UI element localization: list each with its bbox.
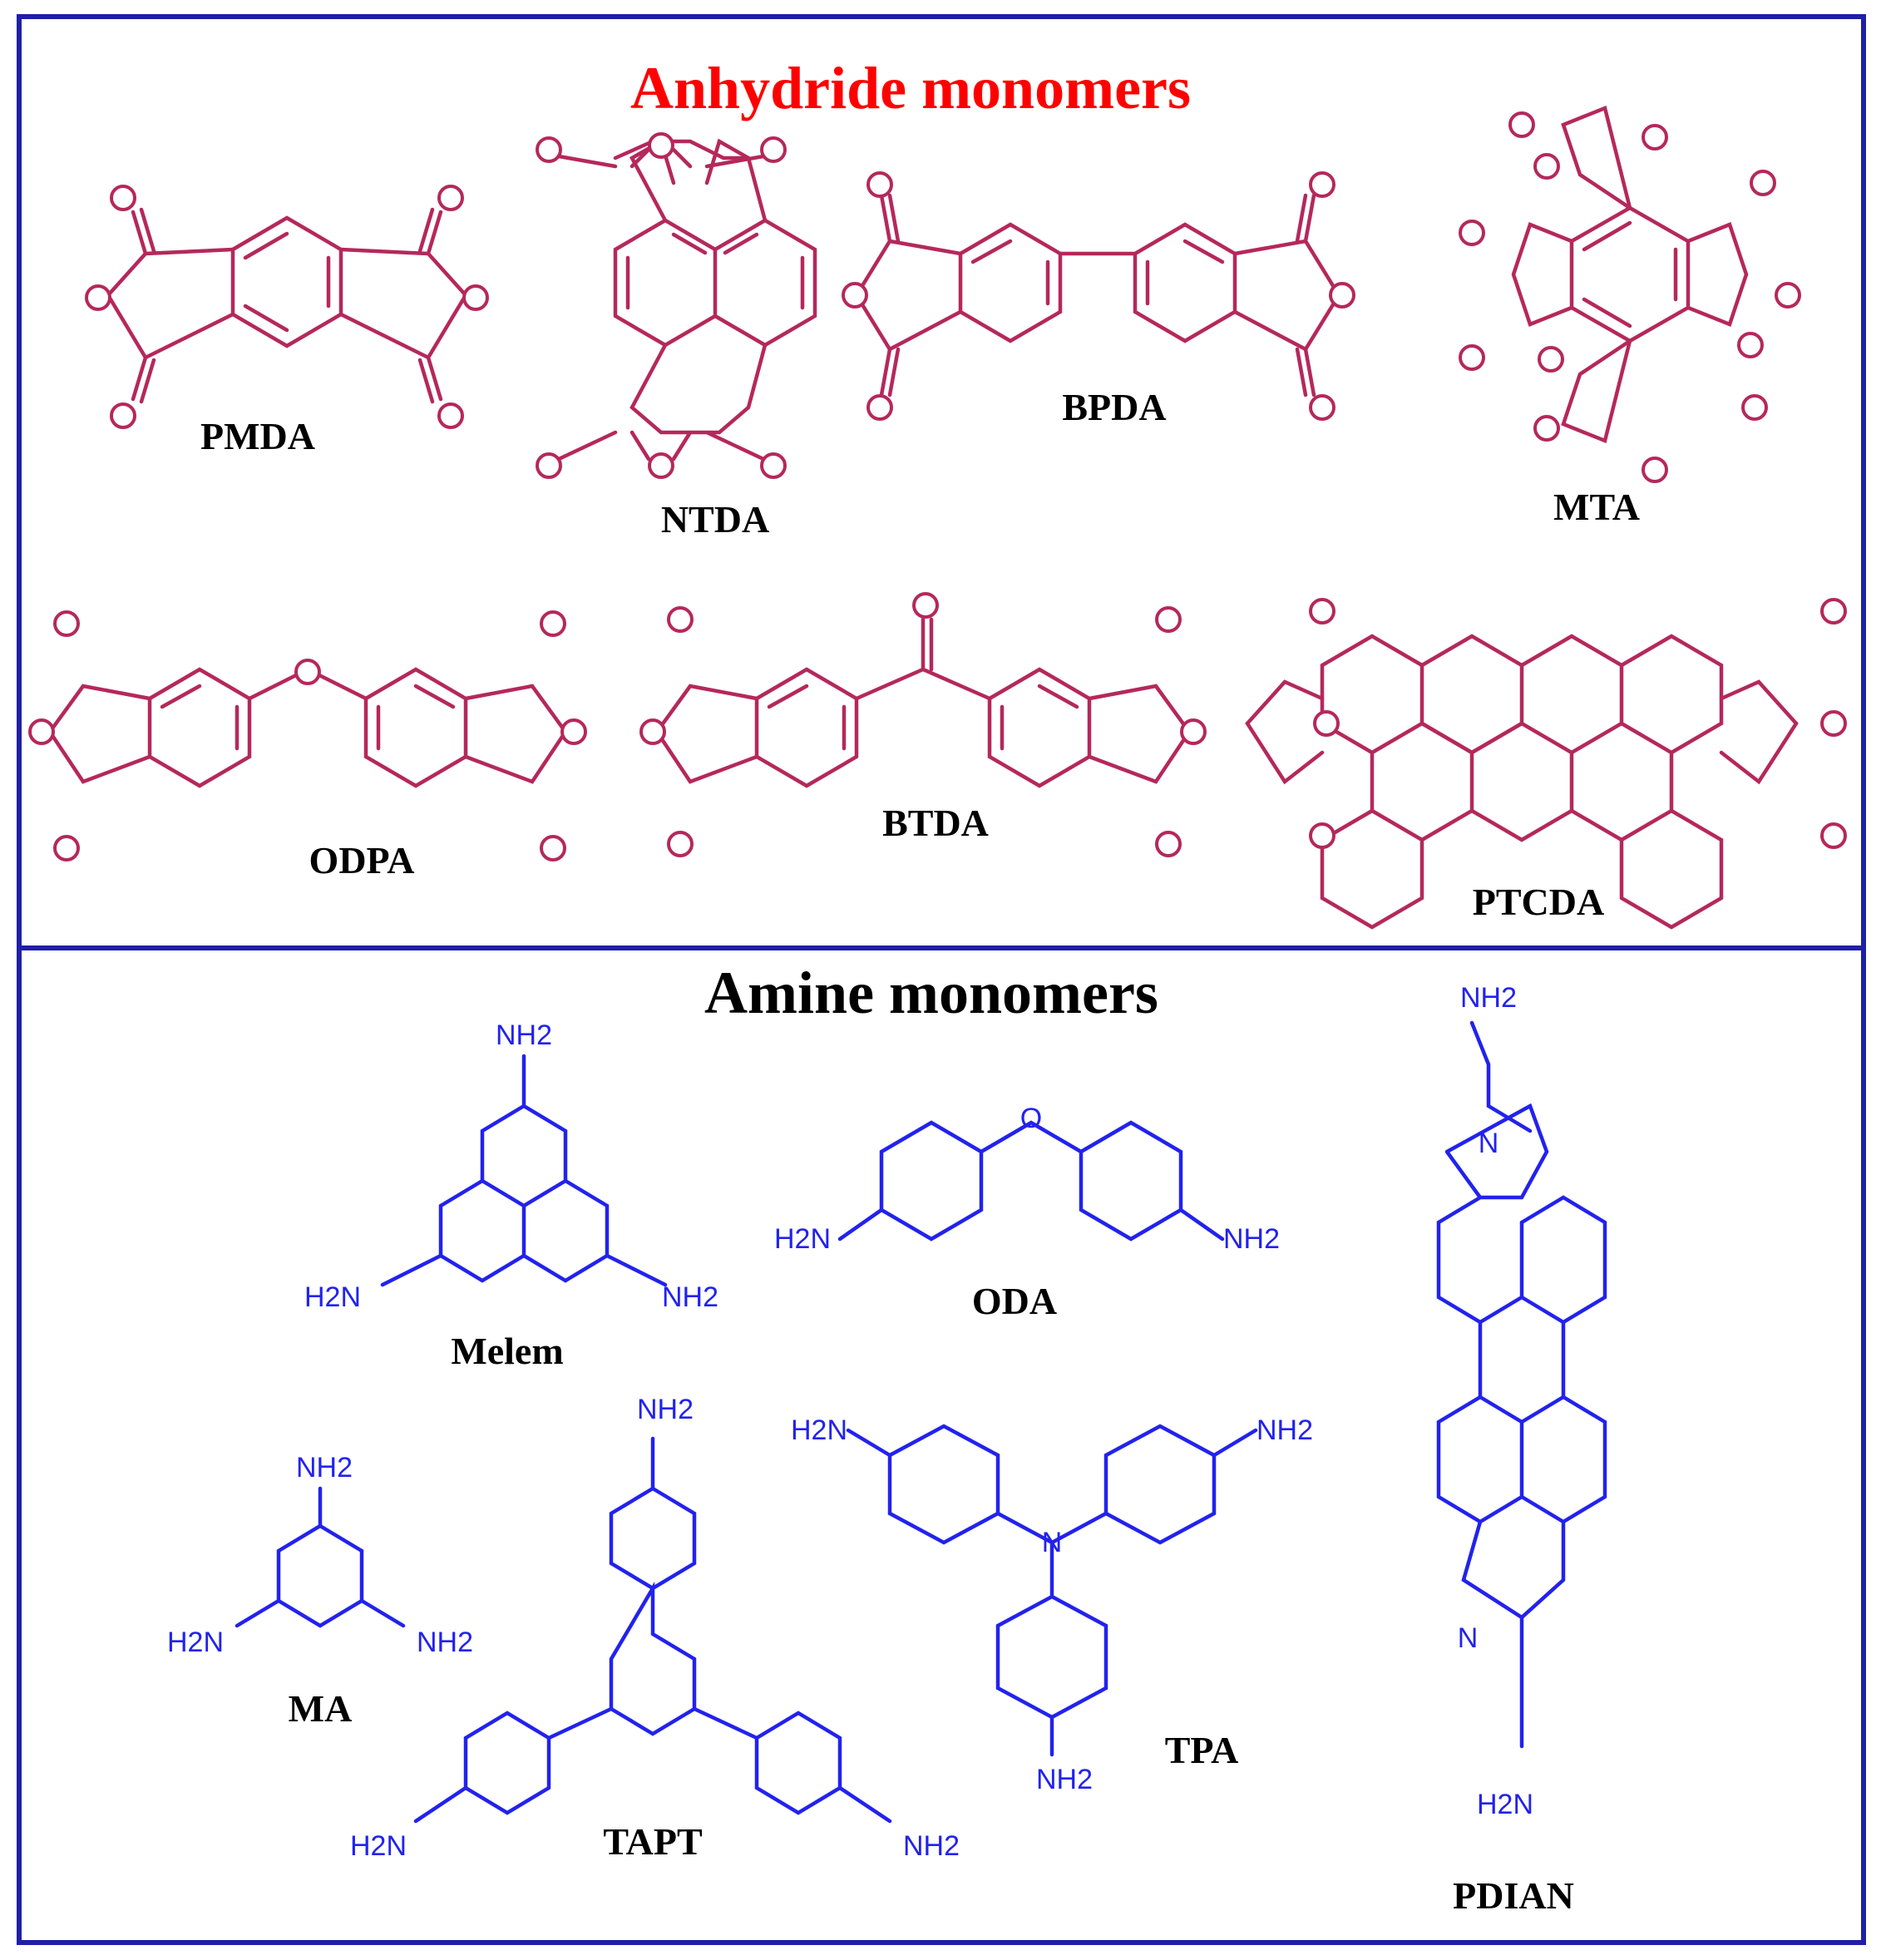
- mta-label: MTA: [1553, 486, 1640, 528]
- ma-structure: NH2 H2N NH2: [167, 1452, 473, 1658]
- anhydride-section-title: Anhydride monomers: [630, 55, 1191, 121]
- amine-section-title: Amine monomers: [704, 960, 1158, 1026]
- ptcda-label: PTCDA: [1473, 881, 1604, 923]
- tapt-nh2-top: NH2: [637, 1394, 694, 1425]
- ma-nh2-top: NH2: [296, 1452, 353, 1484]
- melem-h2n-left: H2N: [304, 1281, 361, 1313]
- melem-nh2-top: NH2: [496, 1019, 552, 1051]
- tapt-h2n-left: H2N: [350, 1830, 407, 1862]
- tpa-n-center: N: [1042, 1527, 1063, 1558]
- pdian-h2n-bottom: H2N: [1477, 1789, 1533, 1820]
- oda-structure: O H2N NH2: [774, 1103, 1280, 1255]
- pdian-label: PDIAN: [1453, 1874, 1574, 1917]
- btda-label: BTDA: [882, 802, 989, 844]
- tpa-structure: N H2N NH2 NH2: [791, 1414, 1313, 1795]
- amine-panel-frame: [17, 945, 1866, 1945]
- mta-structure: [1459, 105, 1801, 483]
- ntda-structure: [536, 132, 817, 479]
- pdian-nh2-top: NH2: [1460, 982, 1517, 1014]
- ma-nh2-right: NH2: [417, 1627, 473, 1658]
- pdian-n-bottom: N: [1458, 1622, 1479, 1654]
- pmda-structure: [85, 185, 489, 429]
- tapt-nh2-right: NH2: [903, 1830, 960, 1862]
- oda-label: ODA: [972, 1280, 1057, 1322]
- tpa-label: TPA: [1165, 1729, 1239, 1771]
- ptcda-structure: [1245, 598, 1847, 930]
- anhydride-structures: PMDA NTDA BPDA: [28, 105, 1847, 930]
- btda-structure: [639, 592, 1207, 857]
- amine-structures: NH2 H2N NH2 Melem O H2N NH2 ODA NH2 N: [167, 982, 1607, 1917]
- ma-h2n-left: H2N: [167, 1627, 224, 1658]
- tpa-nh2-right: NH2: [1256, 1414, 1313, 1446]
- tapt-label: TAPT: [603, 1820, 702, 1863]
- tpa-h2n-left: H2N: [791, 1414, 847, 1446]
- bpda-structure: [842, 171, 1355, 421]
- oda-nh2-right: NH2: [1223, 1223, 1280, 1255]
- oda-h2n-left: H2N: [774, 1223, 831, 1255]
- ma-label: MA: [289, 1687, 353, 1730]
- tpa-nh2-bottom: NH2: [1036, 1764, 1093, 1795]
- melem-structure: NH2 H2N NH2: [304, 1019, 718, 1313]
- ntda-label: NTDA: [661, 498, 769, 541]
- melem-nh2-right: NH2: [662, 1281, 718, 1313]
- melem-label: Melem: [451, 1330, 563, 1372]
- tapt-structure: NH2 H2N NH2: [350, 1394, 960, 1862]
- pmda-label: PMDA: [200, 415, 315, 457]
- odpa-label: ODPA: [309, 839, 415, 881]
- pdian-structure: NH2 N N H2N: [1436, 982, 1607, 1820]
- odpa-structure: [28, 610, 587, 862]
- bpda-label: BPDA: [1062, 386, 1166, 428]
- oda-oxygen: O: [1020, 1103, 1042, 1134]
- pdian-n-top: N: [1479, 1128, 1499, 1159]
